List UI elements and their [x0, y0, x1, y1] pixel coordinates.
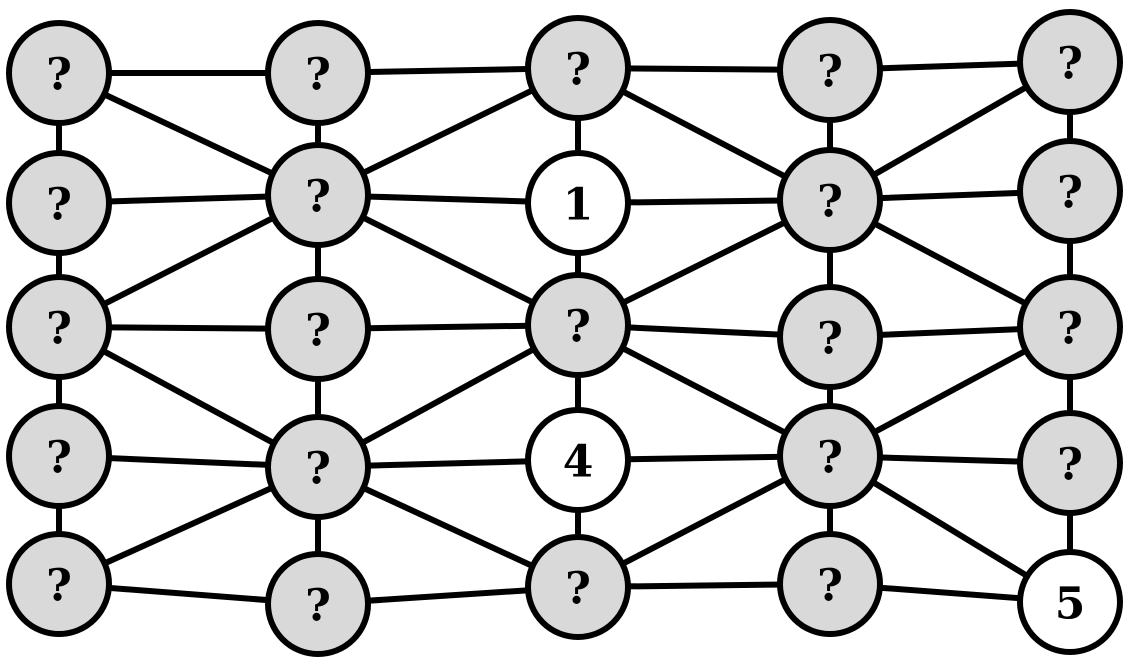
node-r3c4: ?: [1017, 410, 1123, 516]
node-circle: [777, 147, 883, 253]
node-label: 1: [563, 180, 594, 231]
node-label: ?: [565, 564, 591, 615]
node-label: ?: [1057, 168, 1083, 219]
node-r1c0: ?: [6, 150, 112, 256]
node-r4c3: ?: [777, 531, 883, 637]
node-circle: [1017, 274, 1123, 380]
node-label: ?: [46, 561, 72, 612]
node-circle: [525, 150, 631, 256]
node-label: ?: [817, 561, 843, 612]
nodes-layer: ??????? 1????????? 4?????? 5: [6, 9, 1123, 657]
node-circle: [525, 272, 631, 378]
node-label: ?: [1057, 304, 1083, 355]
node-circle: [1017, 9, 1123, 115]
node-r4c0: ?: [6, 531, 112, 637]
node-label: ?: [817, 314, 843, 365]
node-r0c0: ?: [6, 20, 112, 126]
node-label: ?: [46, 50, 72, 101]
node-r1c1: ?: [265, 142, 371, 248]
node-label: ?: [565, 45, 591, 96]
node-label: ?: [46, 304, 72, 355]
node-circle: [6, 274, 112, 380]
node-label: ?: [305, 50, 331, 101]
node-r3c3: ?: [777, 403, 883, 509]
node-r2c2: ?: [525, 272, 631, 378]
node-circle: [525, 407, 631, 513]
node-circle: [1017, 138, 1123, 244]
node-r3c0: ?: [6, 403, 112, 509]
node-r0c1: ?: [265, 20, 371, 126]
node-circle: [265, 551, 371, 657]
node-circle: [777, 284, 883, 390]
node-r3c1: ?: [265, 414, 371, 520]
node-label: ?: [817, 433, 843, 484]
node-circle: [777, 531, 883, 637]
node-r2c0: ?: [6, 274, 112, 380]
node-label: ?: [1057, 440, 1083, 491]
node-circle: [265, 414, 371, 520]
node-circle: [6, 150, 112, 256]
node-circle: [525, 15, 631, 121]
node-label: ?: [305, 172, 331, 223]
node-r4c2: ?: [525, 534, 631, 640]
node-circle: [265, 142, 371, 248]
node-r4c4: 5: [1017, 549, 1123, 655]
node-r4c1: ?: [265, 551, 371, 657]
node-r2c1: ?: [265, 276, 371, 382]
node-label: ?: [305, 306, 331, 357]
node-circle: [6, 531, 112, 637]
node-circle: [1017, 549, 1123, 655]
node-r1c3: ?: [777, 147, 883, 253]
node-label: ?: [305, 444, 331, 495]
node-r2c3: ?: [777, 284, 883, 390]
node-label: 4: [563, 437, 594, 488]
node-label: ?: [46, 180, 72, 231]
node-label: ?: [817, 47, 843, 98]
node-circle: [1017, 410, 1123, 516]
node-r2c4: ?: [1017, 274, 1123, 380]
node-r3c2: 4: [525, 407, 631, 513]
node-circle: [777, 403, 883, 509]
node-r0c2: ?: [525, 15, 631, 121]
node-circle: [6, 20, 112, 126]
node-r1c4: ?: [1017, 138, 1123, 244]
node-label: 5: [1055, 579, 1086, 630]
node-circle: [6, 403, 112, 509]
node-r0c4: ?: [1017, 9, 1123, 115]
node-label: ?: [1057, 39, 1083, 90]
node-r1c2: 1: [525, 150, 631, 256]
node-circle: [265, 276, 371, 382]
node-label: ?: [817, 177, 843, 228]
node-label: ?: [565, 302, 591, 353]
node-circle: [525, 534, 631, 640]
node-label: ?: [305, 581, 331, 632]
node-circle: [777, 17, 883, 123]
node-r0c3: ?: [777, 17, 883, 123]
node-circle: [265, 20, 371, 126]
node-label: ?: [46, 433, 72, 484]
